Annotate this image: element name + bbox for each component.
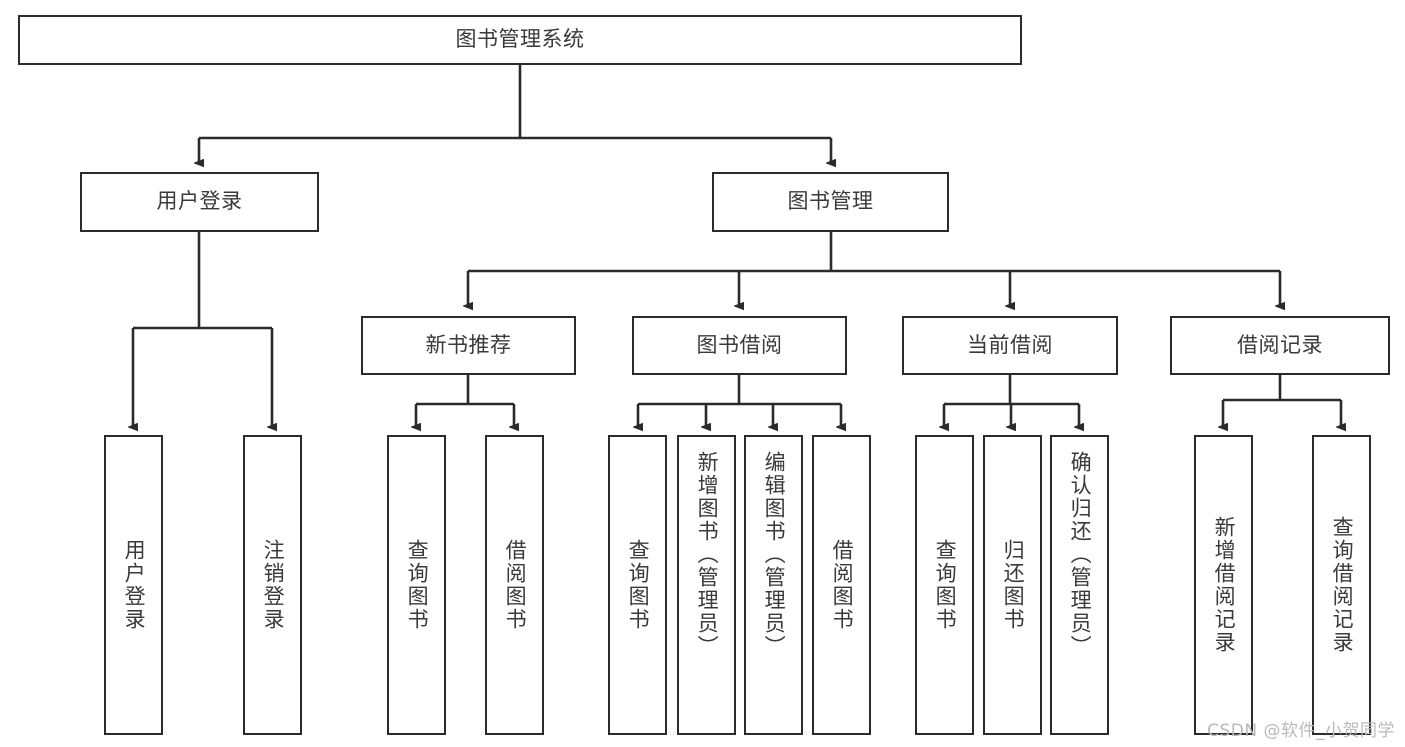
leaf-logout[interactable]: 注销登录: [243, 435, 302, 735]
node-label: 新增图书（管理员）: [695, 451, 720, 658]
leaf-add-borrow-record[interactable]: 新增借阅记录: [1194, 435, 1253, 735]
node-label: 新增借阅记录: [1212, 516, 1237, 654]
leaf-query-books-recommendation[interactable]: 查询图书: [387, 435, 446, 735]
node-borrowing-records[interactable]: 借阅记录: [1170, 316, 1390, 375]
node-label: 当前借阅: [967, 332, 1053, 357]
node-label: 查询借阅记录: [1330, 516, 1355, 654]
node-label: 编辑图书（管理员）: [762, 451, 787, 658]
leaf-edit-book-admin[interactable]: 编辑图书（管理员）: [744, 435, 803, 735]
node-label: 归还图书: [1001, 539, 1026, 631]
node-book-management[interactable]: 图书管理: [712, 172, 949, 232]
leaf-query-books-borrowing[interactable]: 查询图书: [608, 435, 667, 735]
leaf-confirm-return-admin[interactable]: 确认归还（管理员）: [1050, 435, 1109, 735]
csdn-watermark: CSDN @软件_小贺同学: [1207, 721, 1395, 741]
leaf-add-book-admin[interactable]: 新增图书（管理员）: [677, 435, 736, 735]
node-label: 查询图书: [933, 539, 958, 631]
node-label: 用户登录: [156, 189, 243, 214]
node-label: 查询图书: [405, 539, 430, 631]
node-label: 用户登录: [122, 539, 147, 631]
node-user-login[interactable]: 用户登录: [80, 172, 319, 232]
node-label: 借阅图书: [830, 539, 855, 631]
node-book-borrowing[interactable]: 图书借阅: [632, 316, 847, 375]
leaf-query-books-current[interactable]: 查询图书: [915, 435, 974, 735]
node-root-book-management-system[interactable]: 图书管理系统: [18, 15, 1022, 65]
node-label: 注销登录: [261, 539, 286, 631]
leaf-return-books[interactable]: 归还图书: [983, 435, 1042, 735]
node-label: 借阅记录: [1237, 332, 1323, 357]
node-current-borrowing[interactable]: 当前借阅: [902, 316, 1118, 375]
leaf-user-login[interactable]: 用户登录: [104, 435, 163, 735]
leaf-query-borrow-record[interactable]: 查询借阅记录: [1312, 435, 1371, 735]
node-label: 新书推荐: [425, 332, 512, 357]
node-label: 图书管理: [787, 189, 874, 214]
node-label: 借阅图书: [503, 539, 528, 631]
leaf-borrow-books-recommendation[interactable]: 借阅图书: [485, 435, 544, 735]
node-label: 图书借阅: [696, 332, 783, 357]
node-new-book-recommendation[interactable]: 新书推荐: [361, 316, 576, 375]
node-label: 查询图书: [626, 539, 651, 631]
node-label: 确认归还（管理员）: [1068, 451, 1093, 658]
node-label: 图书管理系统: [455, 27, 585, 52]
leaf-borrow-books-borrowing[interactable]: 借阅图书: [812, 435, 871, 735]
